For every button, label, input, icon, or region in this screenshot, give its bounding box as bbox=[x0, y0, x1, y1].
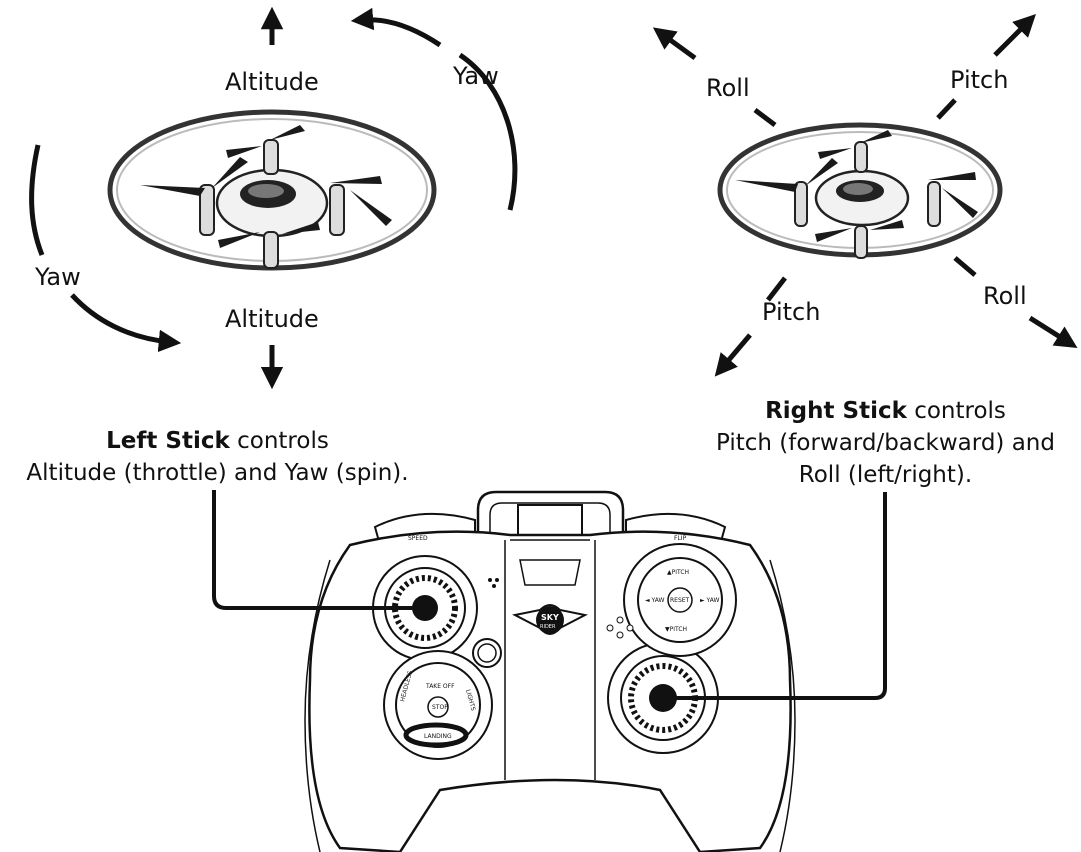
left-stick-title: Left Stick bbox=[106, 428, 230, 454]
reset-label: RESET bbox=[670, 597, 690, 604]
landing-label: LANDING bbox=[424, 733, 452, 740]
take-off-label: TAKE OFF bbox=[425, 683, 455, 690]
right-stick-desc-2: Roll (left/right). bbox=[693, 459, 1078, 491]
stop-label: STOP bbox=[432, 704, 448, 711]
pitch-bottom-label: Pitch bbox=[762, 298, 820, 326]
roll-top-label: Roll bbox=[706, 74, 750, 102]
left-stick-desc: Altitude (throttle) and Yaw (spin). bbox=[5, 457, 430, 489]
right-stick-desc-1: Pitch (forward/backward) and bbox=[693, 427, 1078, 459]
controller bbox=[305, 492, 795, 852]
pitch-up-label: ▲PITCH bbox=[667, 569, 689, 576]
speed-label: SPEED bbox=[408, 535, 428, 542]
pitch-down-label: ▼PITCH bbox=[665, 626, 687, 633]
left-stick-title-rest: controls bbox=[230, 428, 329, 454]
yaw-left-label: Yaw bbox=[35, 263, 81, 291]
right-drone bbox=[720, 125, 1000, 258]
flip-label: FLIP bbox=[674, 535, 687, 542]
altitude-top-label: Altitude bbox=[225, 68, 319, 96]
right-stick-title-rest: controls bbox=[907, 398, 1006, 424]
logo-bottom: RIDER bbox=[540, 624, 556, 630]
roll-bottom-label: Roll bbox=[983, 282, 1027, 310]
altitude-bottom-label: Altitude bbox=[225, 305, 319, 333]
yaw-right-label: ► YAW bbox=[700, 597, 719, 604]
right-stick-title: Right Stick bbox=[765, 398, 907, 424]
logo-top: SKY bbox=[541, 613, 559, 622]
left-stick-caption: Left Stick controls Altitude (throttle) … bbox=[5, 425, 430, 489]
pitch-top-label: Pitch bbox=[950, 66, 1008, 94]
right-stick-caption: Right Stick controls Pitch (forward/back… bbox=[693, 395, 1078, 491]
yaw-right-label: Yaw bbox=[453, 62, 499, 90]
left-drone bbox=[110, 112, 434, 268]
yaw-left-label: ◄ YAW bbox=[645, 597, 664, 604]
